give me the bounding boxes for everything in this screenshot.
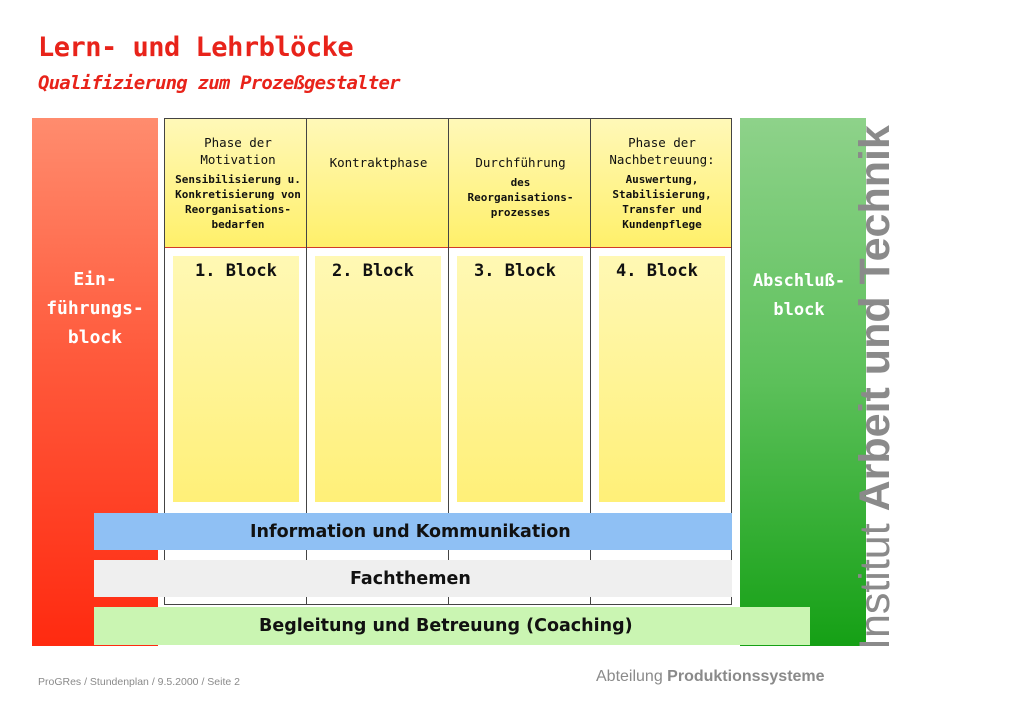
institute-logo-bold: Arbeit und Technik xyxy=(851,125,899,512)
phase-subtitle-line: prozesses xyxy=(490,206,551,219)
block-label-3: 3. Block xyxy=(474,261,556,281)
phase-title-line: Nachbetreuung: xyxy=(609,152,715,167)
block-column-1 xyxy=(173,256,299,502)
column-divider xyxy=(590,118,591,605)
phase-subtitle-line: Reorganisations- xyxy=(185,203,291,216)
phase-subtitle-line: Sensibilisierung u. xyxy=(175,173,301,186)
block-label-1: 1. Block xyxy=(195,261,277,281)
phase-subtitle-line: Auswertung, xyxy=(625,173,699,186)
phase-title-line: Kontraktphase xyxy=(329,155,428,170)
phase-subtitle-line: bedarfen xyxy=(211,218,265,231)
band-coaching: Begleitung und Betreuung (Coaching) xyxy=(94,607,810,645)
phase-title-line: Phase der xyxy=(628,135,696,150)
page-subtitle: Qualifizierung zum Prozeßgestalter xyxy=(38,72,401,94)
phase-header-4: Phase der Nachbetreuung: Auswertung, Sta… xyxy=(592,124,732,242)
phase-header-2: Kontraktphase xyxy=(309,124,448,242)
band-label: Fachthemen xyxy=(350,568,471,589)
band-label: Information und Kommunikation xyxy=(250,521,571,542)
column-divider xyxy=(448,118,449,605)
final-block-label-line: Abschluß- xyxy=(752,271,846,291)
phase-subtitle-line: Stabilisierung, xyxy=(612,188,712,201)
block-column-4 xyxy=(599,256,725,502)
block-label-2: 2. Block xyxy=(332,261,414,281)
footer-department: Abteilung Produktionssysteme xyxy=(596,668,825,686)
phase-title-line: Durchführung xyxy=(475,155,566,170)
entry-block-label-line: block xyxy=(67,327,123,348)
page-title: Lern- und Lehrblöcke xyxy=(38,32,354,63)
block-column-2 xyxy=(315,256,441,502)
phase-subtitle-line: des xyxy=(510,176,531,189)
band-label: Begleitung und Betreuung (Coaching) xyxy=(259,616,633,636)
band-fachthemen: Fachthemen xyxy=(94,560,732,597)
final-block-label: Abschluß- block xyxy=(740,267,858,325)
institute-logo: Institut Arbeit und Technik xyxy=(848,125,902,650)
band-information-communication: Information und Kommunikation xyxy=(94,513,732,550)
footer-department-light: Abteilung xyxy=(596,668,668,685)
phase-title-line: Phase der xyxy=(204,135,272,150)
footer-department-bold: Produktionssysteme xyxy=(667,668,825,685)
footer-info: ProGRes / Stundenplan / 9.5.2000 / Seite… xyxy=(38,676,240,688)
phase-subtitle-line: Kundenpflege xyxy=(622,218,702,231)
block-column-3 xyxy=(457,256,583,502)
final-block xyxy=(740,118,866,646)
entry-block-label-line: führungs- xyxy=(46,298,144,319)
institute-logo-light: Institut xyxy=(851,511,899,650)
final-block-label-line: block xyxy=(773,300,825,320)
entry-block-label-line: Ein- xyxy=(73,269,117,290)
phase-header-3: Durchführung des Reorganisations- prozes… xyxy=(451,124,590,242)
phase-subtitle-line: Konkretisierung von xyxy=(175,188,301,201)
entry-block xyxy=(32,118,158,646)
phase-subtitle-line: Reorganisations- xyxy=(467,191,574,204)
phase-header-1: Phase der Motivation Sensibilisierung u.… xyxy=(167,124,309,242)
phase-title-line: Motivation xyxy=(200,152,276,167)
block-label-4: 4. Block xyxy=(616,261,698,281)
column-divider xyxy=(306,118,307,605)
phase-subtitle-line: Transfer und xyxy=(622,203,702,216)
entry-block-label: Ein- führungs- block xyxy=(32,265,158,352)
